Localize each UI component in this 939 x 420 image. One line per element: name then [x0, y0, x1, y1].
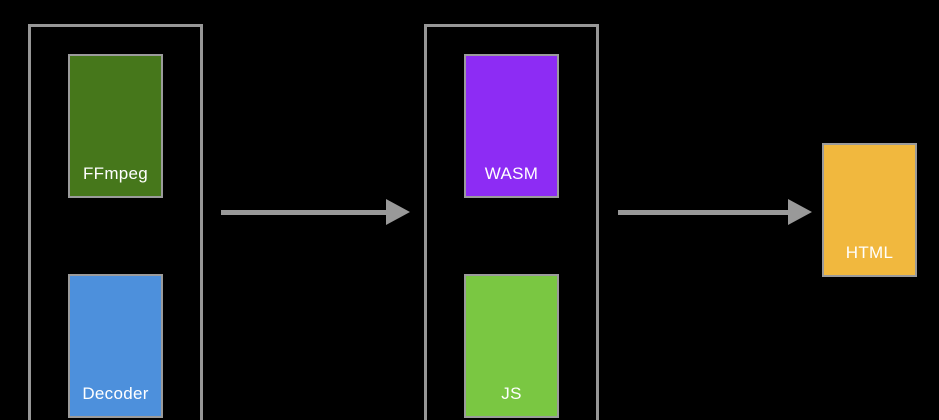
node-decoder-label: Decoder — [82, 384, 149, 403]
node-js-label: JS — [501, 384, 522, 403]
node-js: JS — [464, 274, 559, 418]
arrow-head — [386, 199, 410, 225]
node-html-output: HTML — [822, 143, 917, 277]
node-decoder: Decoder — [68, 274, 163, 418]
node-wasm: WASM — [464, 54, 559, 198]
node-wasm-label: WASM — [484, 164, 539, 183]
node-ffmpeg: FFmpeg — [68, 54, 163, 198]
arrow-right-icon — [221, 199, 410, 225]
arrow-head — [788, 199, 812, 225]
arrow-right-icon — [618, 199, 812, 225]
group-native-stage: FFmpeg Decoder — [28, 24, 203, 420]
node-html-label: HTML — [845, 243, 894, 262]
node-ffmpeg-label: FFmpeg — [82, 164, 149, 183]
group-web-runtime-stage: WASM JS — [424, 24, 599, 420]
arrow-shaft — [618, 209, 790, 215]
arrow-shaft — [221, 209, 388, 215]
